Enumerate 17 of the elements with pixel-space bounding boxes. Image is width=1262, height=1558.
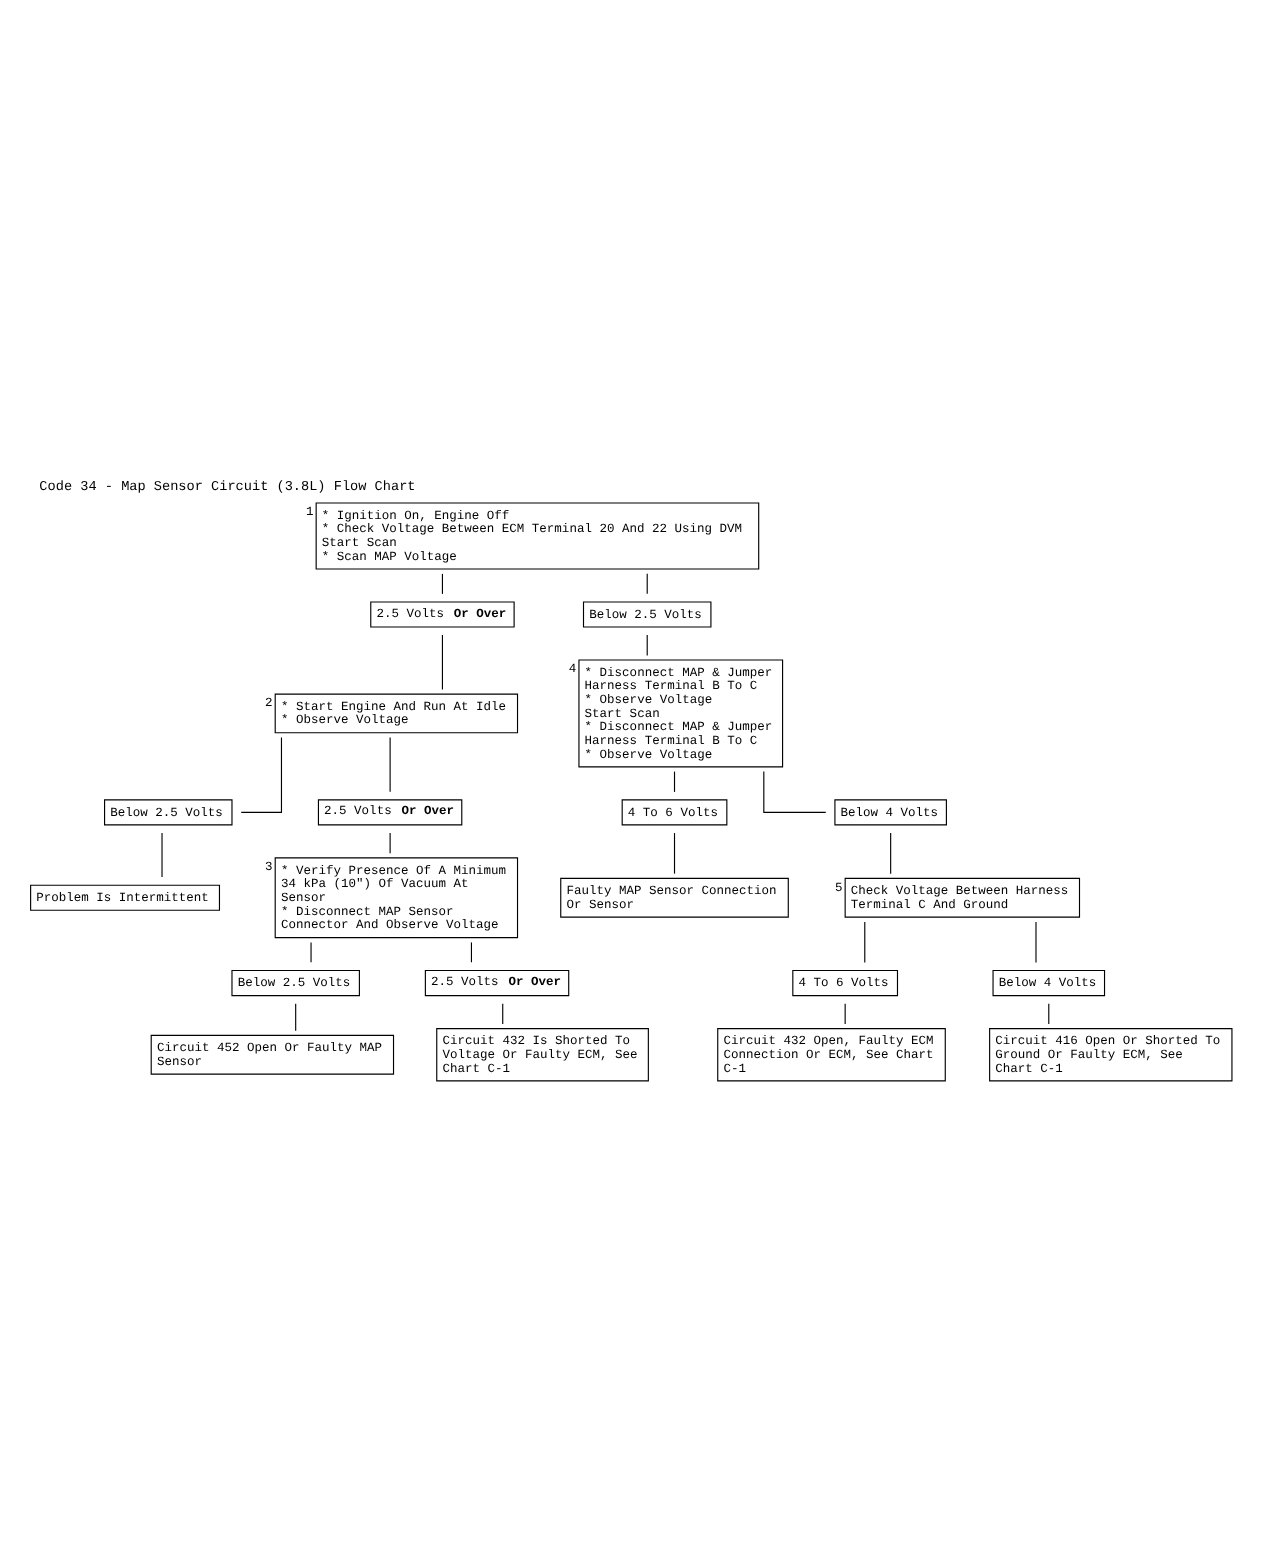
connector xyxy=(844,1002,846,1024)
connector xyxy=(389,831,391,853)
connector xyxy=(441,572,443,594)
connector xyxy=(240,735,283,812)
connector xyxy=(470,940,472,962)
connector xyxy=(646,633,648,655)
connector xyxy=(890,831,892,874)
connector xyxy=(502,1002,504,1024)
connector xyxy=(1048,1002,1050,1024)
connector xyxy=(389,735,391,792)
connector xyxy=(673,831,676,874)
connector xyxy=(763,770,827,812)
connector xyxy=(864,920,866,963)
connector xyxy=(646,572,648,594)
connector xyxy=(441,633,443,690)
connector xyxy=(673,770,676,792)
connector xyxy=(295,1002,297,1031)
